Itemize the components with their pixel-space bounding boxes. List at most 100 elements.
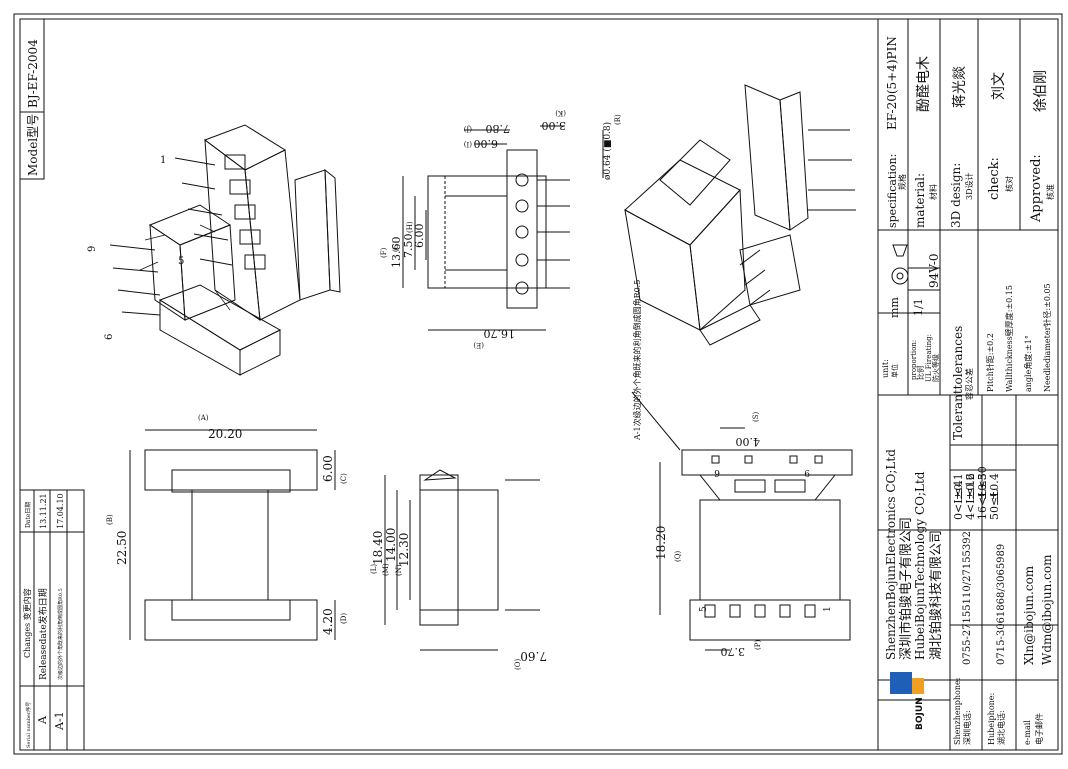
company-en-hubei: HubeiBojunTechnology CO;Ltd	[913, 471, 927, 660]
rev-row1-change: Releasedate发布日期	[37, 588, 49, 680]
lbl-B: (B)	[106, 514, 114, 525]
revision-table	[19, 489, 85, 751]
contact-email-value-1: Xln@ibojun.com	[1022, 565, 1036, 665]
lbl-G: (G)	[392, 241, 400, 252]
tol-range-4: 50≤L	[988, 489, 1001, 520]
tol-note-pitch: Pitch针距:±0.2	[985, 333, 995, 392]
proportion-label: proportion:	[910, 340, 918, 380]
dim-16-70: 16.70	[484, 327, 516, 340]
ul-cn: 防火等级	[931, 354, 940, 382]
dim-20-20: 20.20	[208, 427, 242, 441]
rev-row1-serial: A	[36, 715, 49, 725]
dim-4-00: 4.00	[736, 435, 761, 448]
lbl-C: (C)	[340, 473, 348, 484]
bottom-view	[631, 391, 853, 651]
proportion-cn: 比例	[916, 366, 925, 380]
bottom-pin-1: 1	[823, 606, 833, 612]
outer-frame	[13, 13, 1063, 755]
rev-row2-serial: A-1	[53, 711, 66, 731]
bojun-logo: BOJUN	[890, 672, 925, 730]
design-cn: 3D设计	[964, 172, 974, 200]
lbl-N: (N)	[395, 564, 403, 576]
lbl-H: (H)	[406, 221, 414, 233]
design-value: 蒋光燚	[952, 66, 968, 108]
isometric-view-left	[109, 124, 341, 376]
tol-title: Toleranttolerances	[951, 326, 965, 440]
unit-value: mm	[888, 297, 901, 318]
pin1-callout: 1	[160, 155, 166, 166]
unit-label: unit:	[881, 359, 890, 378]
approved-cn: 核准	[1045, 184, 1055, 200]
unit-cn: 单位	[890, 364, 899, 378]
lbl-R: (R)	[614, 114, 622, 125]
proportion-value: 1/1	[912, 298, 925, 316]
spec-cn: 规格	[897, 174, 907, 190]
dim-18-20: 18.20	[654, 526, 668, 560]
approved-value: 徐伯刚	[1033, 70, 1049, 112]
contact-email-cn: 电子邮件	[1034, 713, 1044, 745]
bottom-pin-9: 9	[804, 467, 810, 477]
dim-7-50: 7.50	[402, 234, 415, 259]
title-block-spec: specification: 规格 EF-20(5+4)PIN material…	[885, 36, 1055, 228]
dim-12-30: 12.30	[397, 533, 411, 567]
title-block-contacts: Shenzhenphone: 深圳电话: 0755-27155110/27155…	[953, 531, 1054, 745]
rev-header-serial: Serial number序号	[25, 702, 32, 748]
tol-value-4: ±0.4	[988, 473, 1001, 500]
tol-range-3: 16<L≤50	[976, 466, 989, 520]
dim-3-70: 3.70	[721, 645, 746, 658]
dim-6-00-c: 6.00	[321, 455, 335, 482]
lbl-F: (F)	[380, 247, 388, 258]
rev-row2-date: 17.04.10	[56, 493, 65, 529]
spec-value: EF-20(5+4)PIN	[885, 36, 899, 130]
bottom-pin-6: 6	[714, 467, 720, 477]
tol-range-1: 0<L≤4	[952, 480, 965, 520]
dim-6-00-top: 6.00	[474, 137, 499, 150]
lbl-L: (L)	[370, 564, 378, 574]
lbl-J: (J)	[463, 125, 472, 133]
rev-row2-change: 次级边的外个角既来的利角倒成圆角R0.5	[57, 588, 64, 680]
material-cn: 材料	[928, 184, 938, 200]
approved-label: Approved:	[1029, 154, 1044, 223]
lbl-D: (D)	[340, 613, 348, 624]
company-cn-hubei: 湖北铂骏科技有限公司	[928, 530, 944, 660]
dim-4-20: 4.20	[321, 608, 335, 635]
title-block-meta: unit: 单位 mm proportion: 比例 1/1 UL Fireat…	[881, 253, 941, 382]
check-label: check:	[987, 157, 1002, 200]
pin5-callout: 5	[178, 256, 184, 267]
dim-pin: ø0.64 (■0.8)	[602, 122, 613, 180]
tol-range-2: 4<L≤16	[964, 473, 977, 520]
contact-shenzhen-value: 0755-27155110/27155392	[962, 531, 973, 665]
check-cn: 核对	[1004, 176, 1014, 192]
pin6-callout: 6	[104, 334, 115, 340]
tol-value-3: ±0.3	[976, 473, 989, 500]
bottom-pin-5: 5	[699, 606, 709, 612]
tol-value-1: ±0.1	[952, 473, 965, 500]
rev-row1-date: 13.11.21	[39, 493, 48, 529]
tol-note-wall: Wallthickness壁厚度:±0.15	[1004, 285, 1014, 392]
revision-table-text: Serial number序号 Changes 变更内容 Date日期 A Re…	[22, 493, 66, 748]
tol-cn: 容忍公差	[964, 368, 974, 400]
tol-note-angle: angle角度:±1°	[1023, 335, 1033, 392]
lbl-S: (S)	[752, 411, 760, 422]
lbl-P: (P)	[754, 640, 762, 650]
lbl-O: (O)	[514, 659, 522, 670]
material-value: 酚醛电木	[916, 56, 932, 112]
lbl-Q: (Q)	[674, 551, 682, 562]
contact-hubei-cn: 湖北电话:	[996, 710, 1006, 745]
side-view	[402, 125, 604, 331]
dim-18-40: 18.40	[371, 531, 385, 565]
lbl-M: (M)	[382, 563, 390, 576]
dim-7-60: 7.60	[520, 649, 547, 663]
model-label: Model型号	[26, 114, 40, 176]
pin9-callout: 9	[87, 246, 98, 252]
dim-22-50: 22.50	[115, 531, 129, 565]
dim-7-80: 7.80	[486, 122, 511, 135]
check-value: 刘文	[991, 72, 1007, 100]
title-block-company: ShenzhenBojunElectronics CO;Ltd 深圳市铂骏电子有…	[884, 449, 944, 660]
ul-value: 94V-0	[927, 253, 941, 288]
lbl-E: (E)	[473, 341, 484, 349]
logo-text: BOJUN	[915, 697, 925, 730]
front-view	[129, 429, 336, 641]
ul-label: UL Fireating:	[925, 334, 933, 382]
